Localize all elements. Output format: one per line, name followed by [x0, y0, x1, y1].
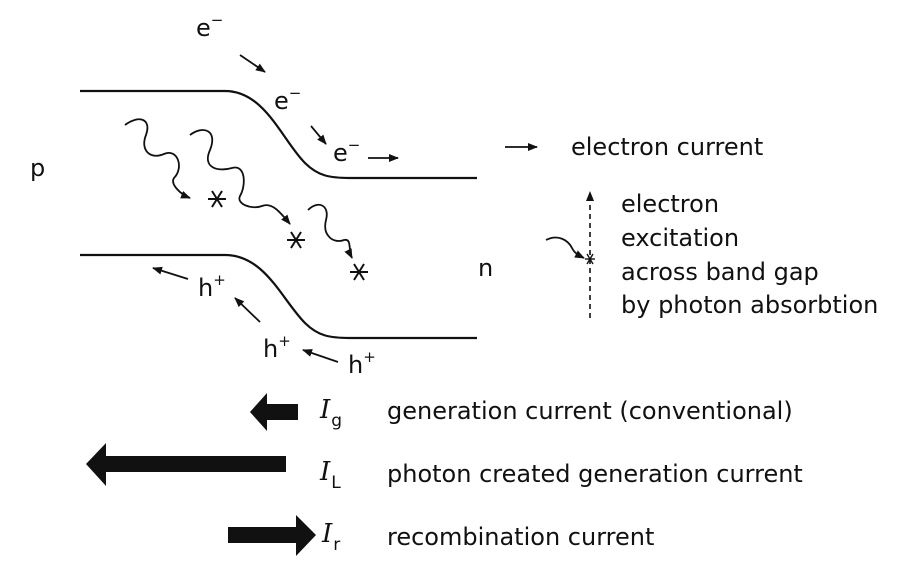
- excitation-star-1: [208, 190, 226, 208]
- hole-arrow-1: [152, 266, 189, 280]
- generation-current-label: generation current (conventional): [387, 397, 793, 425]
- recombination-current-arrow: [228, 515, 316, 556]
- excitation-star-2: [287, 231, 305, 249]
- electron-label-3: e−: [333, 136, 360, 167]
- hole-label-1: h+: [198, 271, 226, 302]
- generation-current-symbol: Ig: [319, 395, 342, 431]
- recombination-current-label: recombination current: [387, 523, 654, 551]
- photon-wave-1: [124, 118, 191, 199]
- electron-label-1: e−: [196, 11, 223, 42]
- excitation-label-line-1: electron: [621, 190, 719, 218]
- electron-arrow-2: [310, 125, 327, 145]
- valence-band-edge: [80, 253, 477, 340]
- electron-label-2: e−: [274, 84, 301, 115]
- photon-current-label: photon created generation current: [387, 460, 803, 488]
- electron-current-label: electron current: [571, 133, 763, 161]
- n-region-label: n: [478, 254, 493, 282]
- hole-arrow-2: [234, 297, 261, 323]
- p-region-label: p: [30, 154, 45, 182]
- hole-arrow-3: [302, 349, 339, 363]
- photon-current-symbol: IL: [319, 457, 341, 493]
- excitation-label-line-4: by photon absorbtion: [621, 291, 878, 319]
- photon-current-arrow: [86, 443, 286, 486]
- photon-wave-2: [189, 129, 291, 225]
- excitation-photon-squiggle: [545, 236, 585, 259]
- excitation-label-line-2: excitation: [621, 224, 739, 252]
- hole-label-2: h+: [263, 332, 291, 363]
- conduction-band-edge: [80, 89, 477, 180]
- excitation-star-3: [350, 263, 368, 281]
- electron-arrow-1: [239, 54, 266, 73]
- excitation-label-line-3: across band gap: [621, 258, 819, 286]
- photon-wave-3: [307, 203, 353, 259]
- generation-current-arrow: [250, 393, 298, 431]
- hole-label-3: h+: [348, 348, 376, 379]
- recombination-current-symbol: Ir: [321, 519, 340, 555]
- excitation-legend-star: [585, 253, 595, 265]
